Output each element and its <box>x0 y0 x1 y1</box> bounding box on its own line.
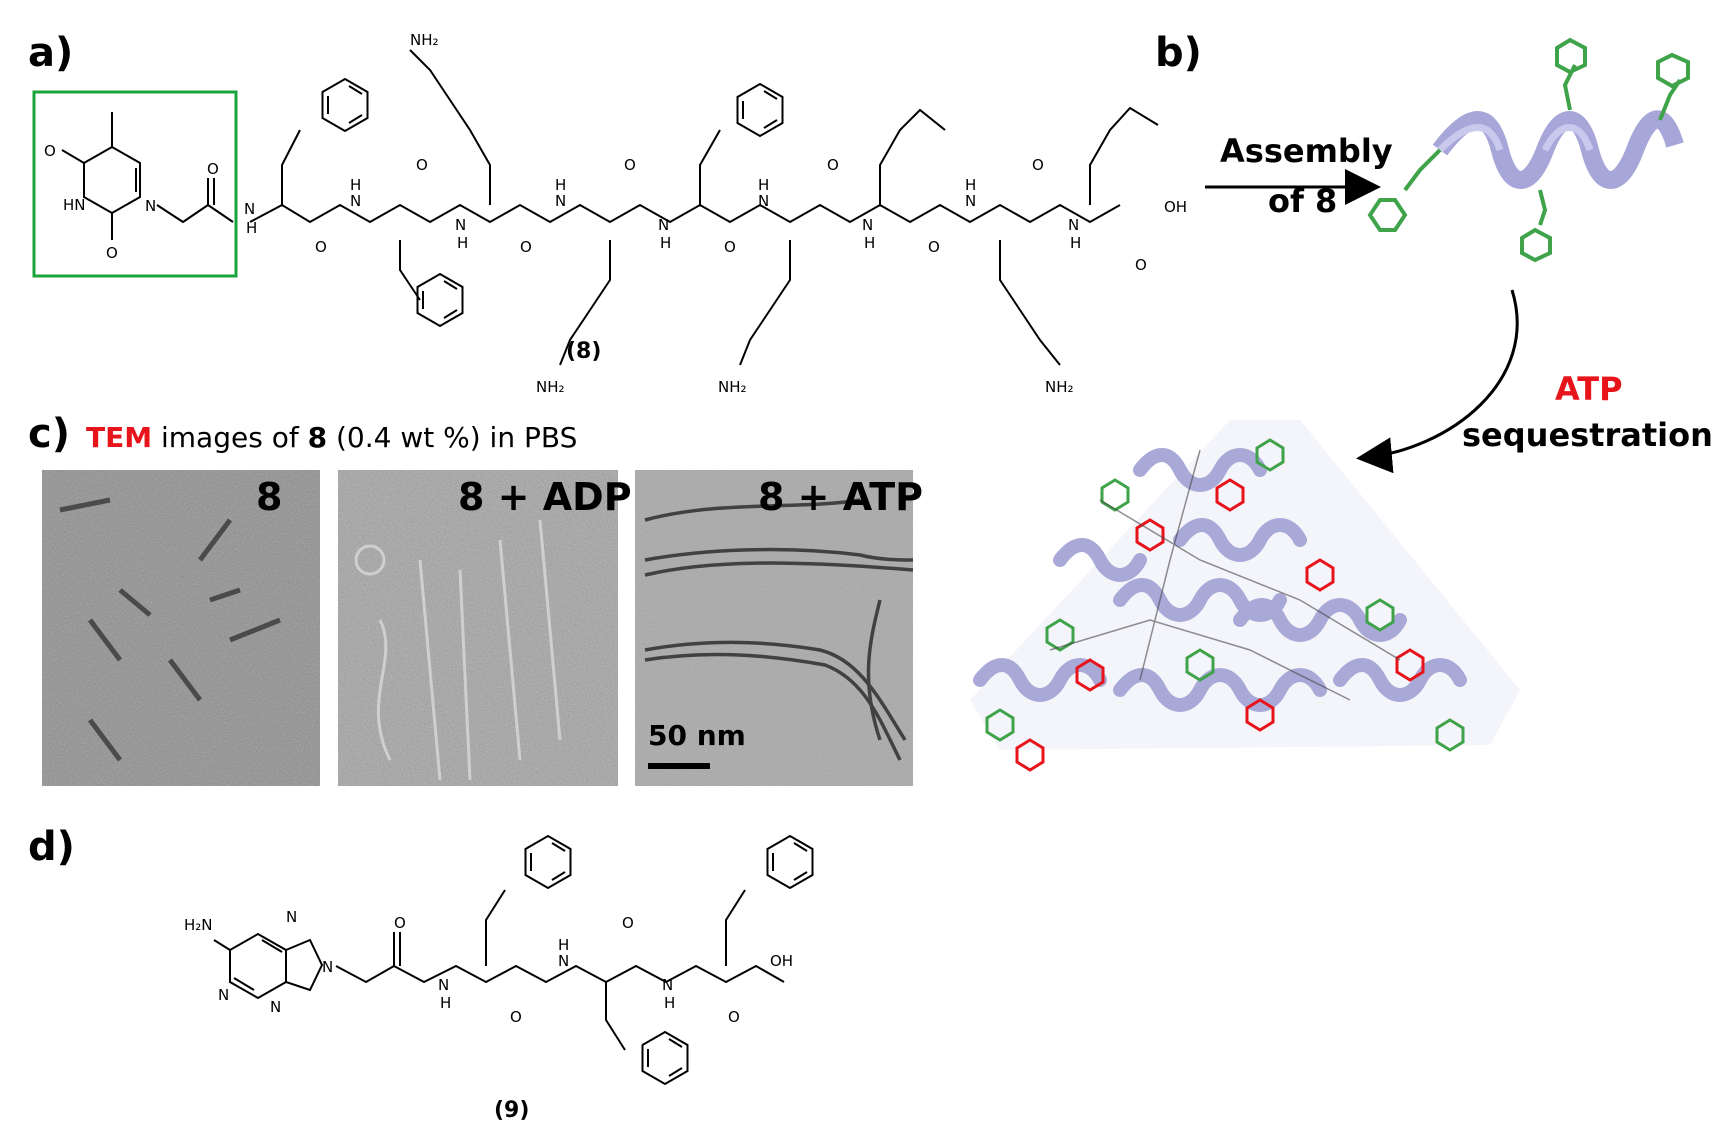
svg-text:H: H <box>965 176 976 194</box>
svg-text:H: H <box>246 219 257 237</box>
svg-text:N: N <box>286 908 297 926</box>
svg-text:N: N <box>244 200 255 218</box>
svg-text:O: O <box>928 238 940 256</box>
svg-text:H: H <box>555 176 566 194</box>
compound-label-8: (8) <box>566 339 601 364</box>
svg-text:O: O <box>827 156 839 174</box>
svg-text:N: N <box>662 976 673 994</box>
structure-8: O HN O N O NH O NH O NH O NH O NH O NH O… <box>32 31 1187 396</box>
tem-caption-bold: 8 <box>308 421 327 454</box>
svg-text:N: N <box>455 216 466 234</box>
svg-text:N: N <box>438 976 449 994</box>
svg-text:N: N <box>558 952 569 970</box>
svg-text:O: O <box>728 1008 740 1026</box>
svg-text:H: H <box>864 234 875 252</box>
assembled-network-illustration <box>970 420 1520 772</box>
svg-text:H: H <box>457 234 468 252</box>
compound-label-9: (9) <box>494 1098 529 1123</box>
svg-text:N: N <box>965 192 976 210</box>
panel-label-b: b) <box>1155 30 1202 76</box>
svg-text:O: O <box>315 238 327 256</box>
svg-text:O: O <box>207 160 219 178</box>
panel-label-c: c) <box>28 411 70 457</box>
svg-text:H: H <box>1070 234 1081 252</box>
svg-text:H: H <box>558 936 569 954</box>
svg-text:N: N <box>350 192 361 210</box>
scale-bar-label: 50 nm <box>648 719 746 752</box>
svg-text:N: N <box>145 197 156 215</box>
svg-text:H: H <box>350 176 361 194</box>
svg-text:O: O <box>1135 256 1147 274</box>
svg-text:OH: OH <box>770 952 793 970</box>
svg-text:O: O <box>510 1008 522 1026</box>
tem-label-2: 8 + ADP <box>458 475 632 519</box>
nh2-mid: NH₂ <box>718 378 747 396</box>
tem-image-8-adp: 8 + ADP <box>338 470 632 786</box>
tem-caption: TEM images of 8 (0.4 wt %) in PBS <box>86 421 577 454</box>
tem-caption-mid: images of <box>152 421 308 454</box>
svg-text:H: H <box>440 994 451 1012</box>
svg-text:N: N <box>322 958 333 976</box>
svg-text:H: H <box>664 994 675 1012</box>
svg-text:H: H <box>660 234 671 252</box>
svg-text:N: N <box>658 216 669 234</box>
nh2-top: NH₂ <box>410 31 439 49</box>
svg-text:O: O <box>520 238 532 256</box>
sequestration-label: sequestration <box>1462 416 1713 454</box>
thymine-highlight-box <box>32 90 238 278</box>
tem-image-8: 8 <box>42 470 320 786</box>
svg-text:N: N <box>1068 216 1079 234</box>
assembly-label-line2: of 8 <box>1268 182 1337 220</box>
structure-9: H₂N N N N N O NH O NH O NH O OH (9) <box>184 835 814 1123</box>
sequestration-arrow <box>1356 289 1519 474</box>
svg-text:N: N <box>555 192 566 210</box>
panel-label-a: a) <box>28 30 73 76</box>
svg-text:HN: HN <box>63 196 86 214</box>
tem-caption-end: (0.4 wt %) in PBS <box>327 421 577 454</box>
h2n-label: H₂N <box>184 916 213 934</box>
svg-text:N: N <box>758 192 769 210</box>
svg-text:N: N <box>862 216 873 234</box>
nh2-left: NH₂ <box>536 378 565 396</box>
svg-text:N: N <box>270 998 281 1016</box>
svg-text:N: N <box>218 986 229 1004</box>
svg-text:O: O <box>1032 156 1044 174</box>
svg-text:O: O <box>624 156 636 174</box>
scale-bar <box>648 763 710 769</box>
svg-text:OH: OH <box>1164 198 1187 216</box>
tem-image-8-atp: 8 + ATP 50 nm <box>635 470 923 786</box>
svg-text:O: O <box>416 156 428 174</box>
tem-caption-tem: TEM <box>86 421 152 454</box>
atp-label: ATP <box>1555 370 1623 408</box>
nh2-right: NH₂ <box>1045 378 1074 396</box>
assembly-arrow: Assembly of 8 <box>1205 132 1393 220</box>
svg-text:O: O <box>724 238 736 256</box>
assembly-label: Assembly <box>1220 132 1393 170</box>
helix-monomer-illustration <box>1367 37 1690 263</box>
tem-label-1: 8 <box>256 475 282 519</box>
tem-label-3: 8 + ATP <box>758 475 923 519</box>
svg-text:O: O <box>394 914 406 932</box>
svg-text:O: O <box>622 914 634 932</box>
svg-text:O: O <box>44 142 56 160</box>
svg-text:O: O <box>106 244 118 262</box>
svg-text:H: H <box>758 176 769 194</box>
panel-label-d: d) <box>28 824 75 870</box>
